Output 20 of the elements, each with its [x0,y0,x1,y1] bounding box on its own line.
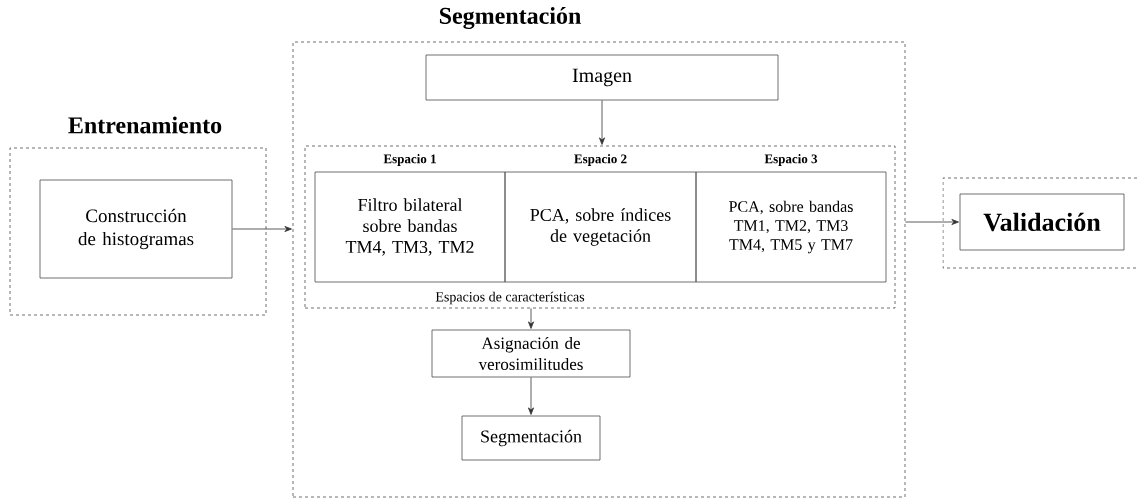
cell-heading: Espacio 1 [383,154,436,166]
frame-caption: Espacios de características [435,291,585,305]
process-box: Construcción de histogramas [39,179,233,279]
process-box: Imagen [425,54,779,101]
group-heading: Entrenamiento [68,116,222,134]
process-box: Validación [959,193,1125,251]
process-box: Segmentación [461,415,601,461]
cell-heading: Espacio 3 [764,154,818,166]
cell-heading: Espacio 2 [574,154,627,166]
cell: Filtro bilateral sobre bandas TM4, TM3, TM2 [314,171,506,283]
group-heading: Segmentación [439,7,581,29]
arrow [528,308,534,329]
process-box: Asignación de verosimilitudes [431,329,631,378]
arrow [232,226,292,232]
cell: PCA, sobre bandas TM1, TM2, TM3 TM4, TM5 y TM7 [695,171,887,283]
cell: PCA, sobre índices de vegetación [504,171,697,283]
arrow [905,219,959,225]
arrow [599,100,605,145]
arrow [528,377,534,415]
dashed-frame [942,177,1137,269]
